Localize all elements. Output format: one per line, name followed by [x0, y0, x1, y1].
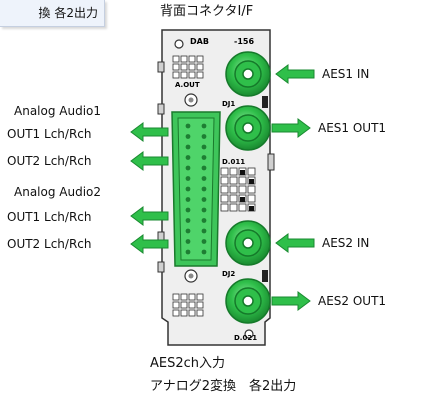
dsub-pin — [201, 207, 207, 213]
bnc-aes1-out1 — [225, 105, 271, 151]
arrow-g2-out2 — [130, 234, 169, 254]
arrow-aes1-out1 — [271, 118, 311, 138]
arrow-aes2-out1 — [271, 291, 311, 311]
dsub-pin — [201, 218, 207, 223]
dsub-pin — [201, 134, 207, 139]
silk-dj2: DJ2 — [222, 270, 235, 278]
label-g1-out1: OUT1 Lch/Rch — [7, 127, 92, 141]
label-aes1-in: AES1 IN — [322, 67, 370, 81]
label-analog-audio1: Analog Audio1 — [14, 104, 102, 118]
rear-connector-label: 背面コネクタI/F — [160, 4, 254, 19]
bnc-aes2-out1 — [225, 278, 271, 324]
label-aes2-in: AES2 IN — [322, 236, 370, 250]
dsub-pin — [201, 197, 207, 202]
caption-line2: アナログ2変換 各2出力 — [150, 379, 297, 394]
dsub-pin — [201, 144, 207, 150]
silk-156: -156 — [234, 37, 254, 46]
dsub-pin — [201, 228, 207, 234]
arrow-g2-out1 — [130, 206, 169, 226]
dsub-pin — [185, 165, 191, 171]
dsub-pin — [185, 186, 191, 192]
label-aes1-out1: AES1 OUT1 — [318, 121, 387, 135]
arrow-g1-out1 — [130, 122, 169, 142]
arrow-aes2-in — [275, 233, 315, 253]
bnc-aes2-in — [225, 220, 271, 266]
silk-dj1: DJ1 — [222, 100, 235, 108]
dsub-pin — [201, 155, 207, 160]
dsub-pin — [201, 165, 207, 171]
bnc-aes1-in — [225, 51, 271, 97]
dsub-pin — [185, 176, 191, 181]
dsub-pin — [185, 144, 191, 150]
dsub-pin — [185, 207, 191, 213]
label-g2-out2: OUT2 Lch/Rch — [7, 237, 92, 251]
dsub-pin — [201, 249, 207, 255]
label-g2-out1: OUT1 Lch/Rch — [7, 210, 92, 224]
dsub-pin — [185, 228, 191, 234]
dsub-pin — [201, 186, 207, 192]
dsub-pin — [185, 134, 191, 139]
dsub-pin — [185, 239, 191, 244]
silk-d021: D.021 — [234, 334, 257, 342]
dsub-pin — [201, 123, 207, 129]
label-aes2-out1: AES2 OUT1 — [318, 294, 387, 308]
dsub-pin — [201, 239, 207, 244]
arrow-g1-out2 — [130, 151, 169, 171]
label-analog-audio2: Analog Audio2 — [14, 185, 102, 199]
dsub-pin — [185, 123, 191, 129]
caption-line1: AES2ch入力 — [150, 356, 226, 371]
dsub-pin — [185, 218, 191, 223]
dsub-pin — [185, 155, 191, 160]
silk-dab: DAB — [190, 37, 209, 46]
dsub-pin — [185, 249, 191, 255]
header-box-text: 換 各2出力 — [38, 6, 98, 20]
silk-d011: D.011 — [222, 158, 245, 166]
dsub-connector — [171, 111, 221, 267]
arrow-aes1-in — [275, 64, 315, 84]
dsub-pin — [201, 176, 207, 181]
dsub-pin — [185, 197, 191, 202]
header-box: 換 各2出力 — [0, 0, 105, 27]
label-g1-out2: OUT2 Lch/Rch — [7, 154, 92, 168]
silk-aout: A.OUT — [175, 81, 200, 89]
